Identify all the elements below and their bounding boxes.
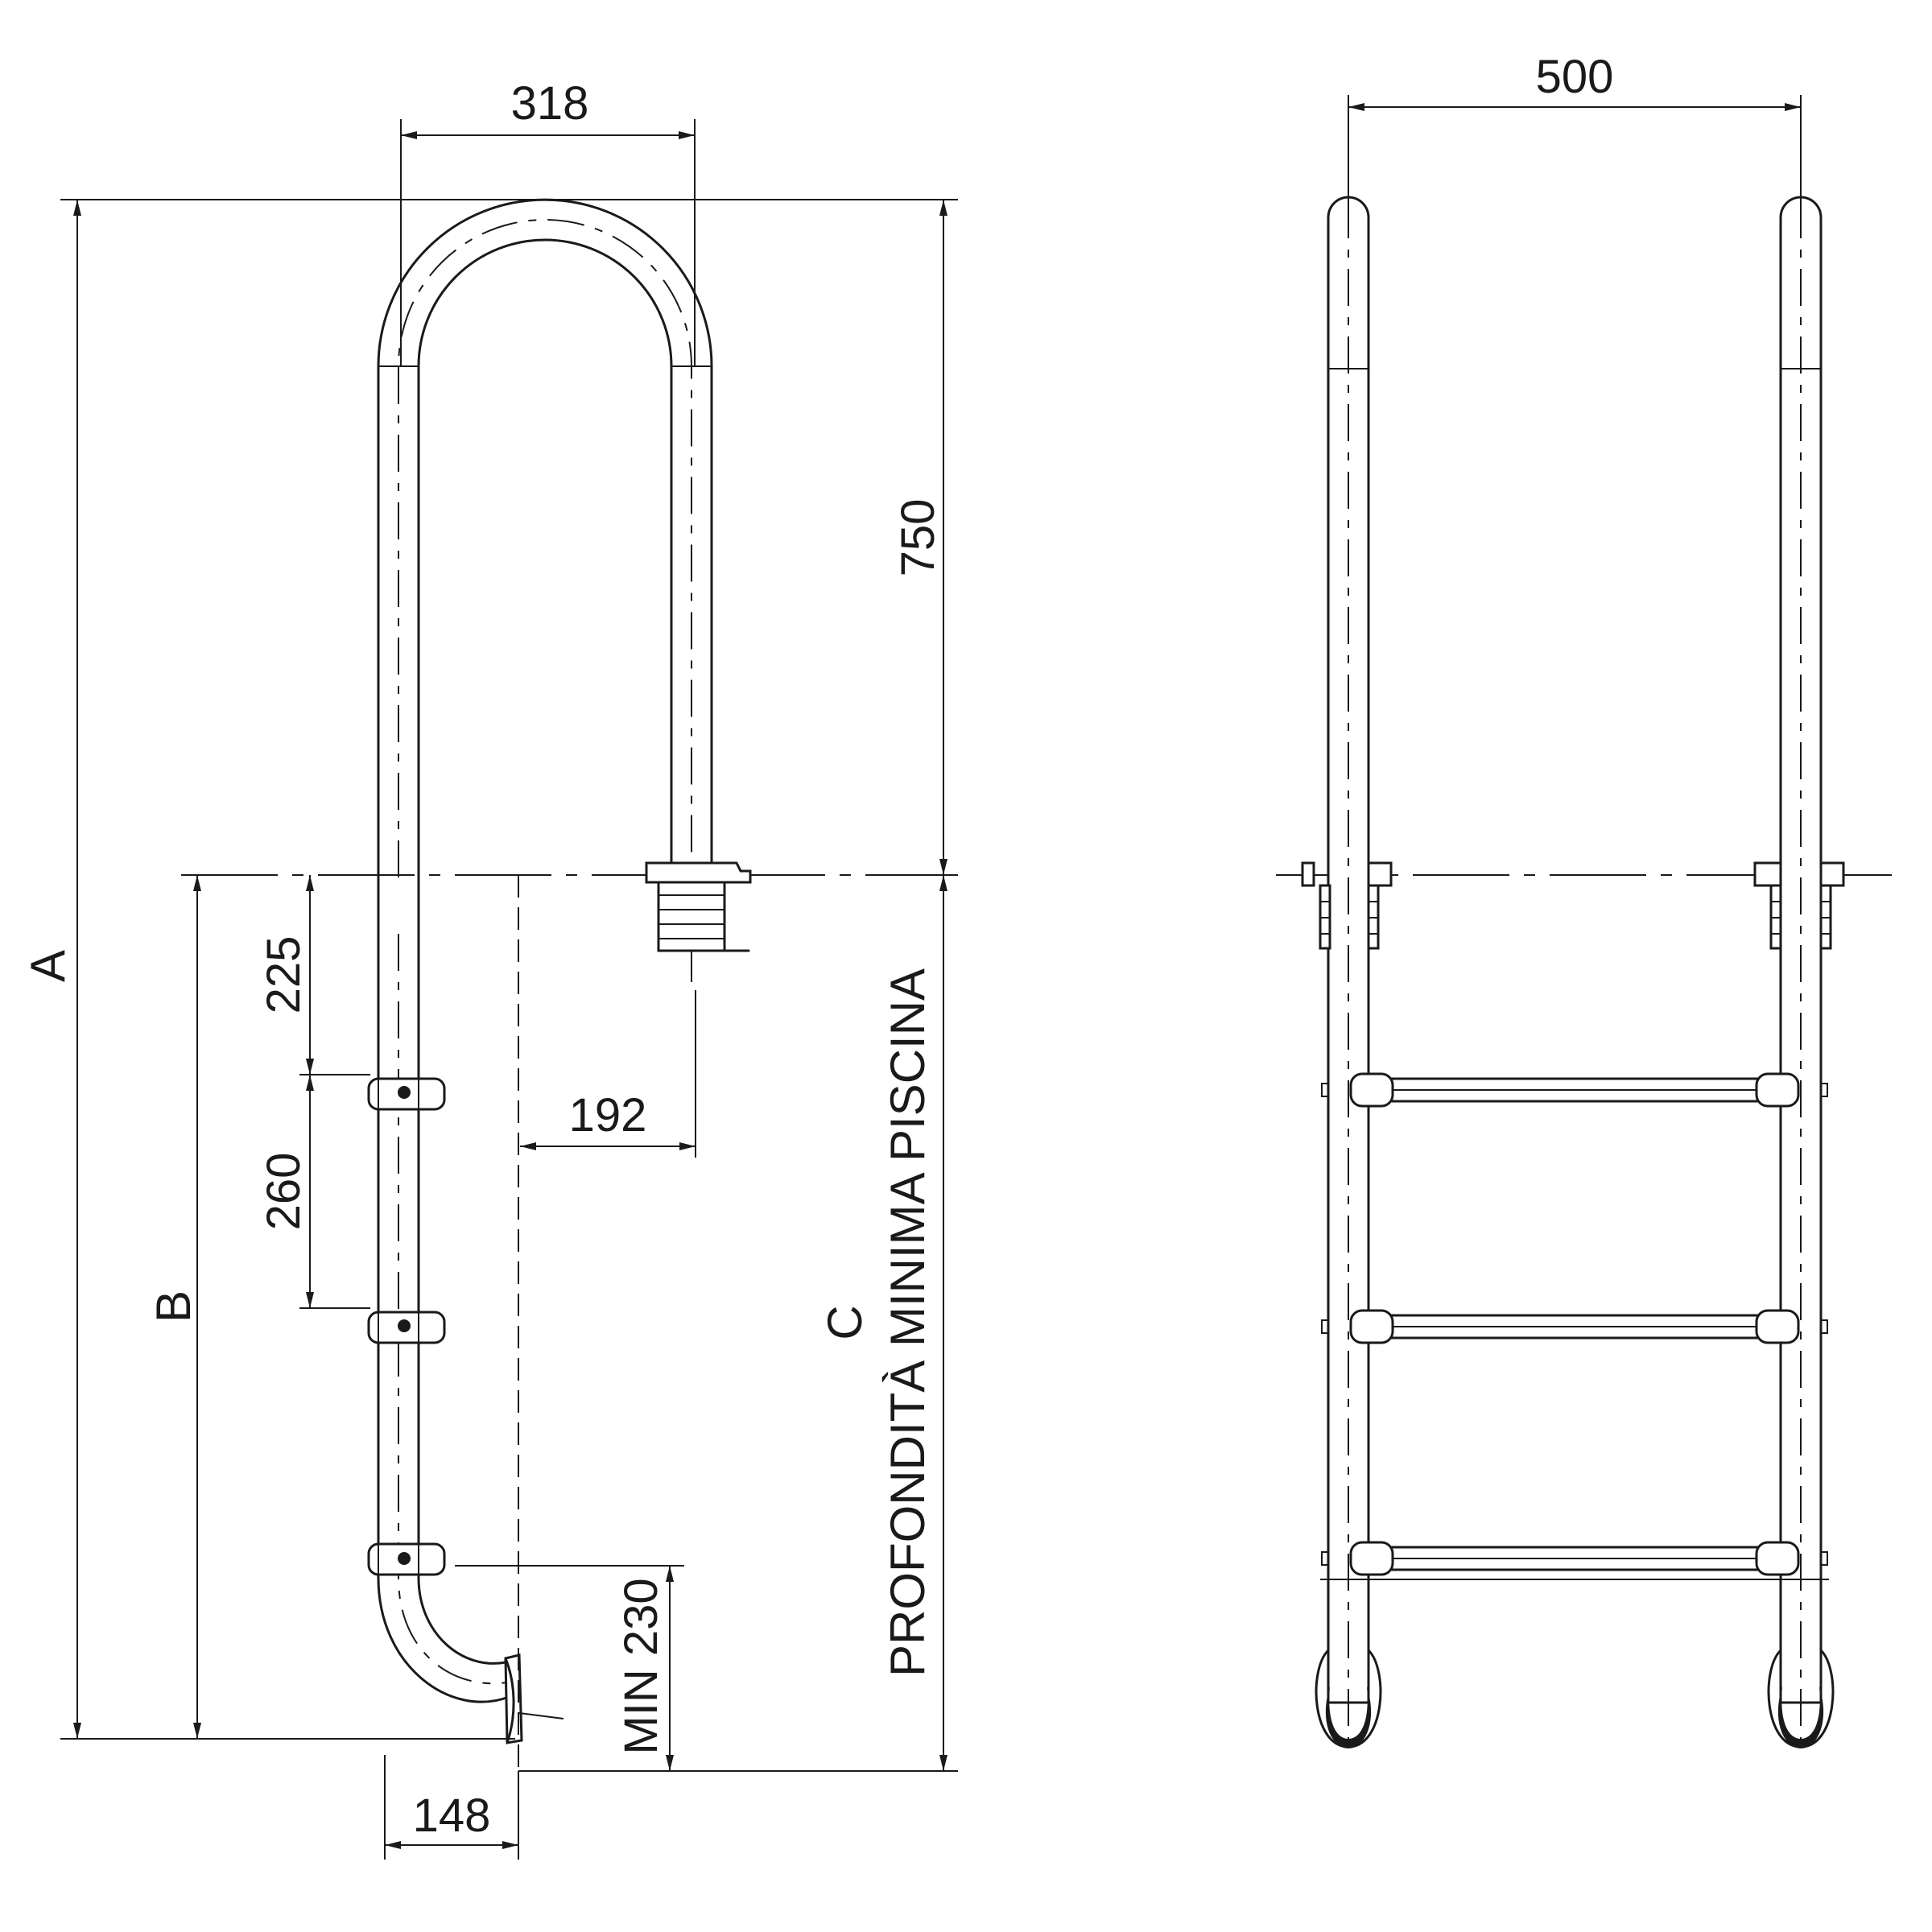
dimension-b: B <box>147 875 201 1739</box>
ladder-leg-centerline <box>398 934 508 1685</box>
dimension-750: 750 <box>892 200 947 875</box>
dimension-500-label: 500 <box>1536 51 1614 103</box>
front-step-3 <box>1320 1541 1829 1580</box>
right-rail <box>1767 196 1835 1755</box>
front-view: 500 <box>1276 51 1892 1755</box>
dimension-260: 260 <box>258 1075 370 1309</box>
dimension-192: 192 <box>520 990 696 1158</box>
dimension-a-label: A <box>21 950 75 982</box>
dimension-225: 225 <box>258 875 370 1075</box>
handrail-centerline <box>398 219 692 982</box>
dimension-260-label: 260 <box>258 1153 310 1231</box>
foot-cap <box>504 1653 564 1744</box>
dimension-750-label: 750 <box>892 499 944 577</box>
dimension-c-label: C <box>818 1305 872 1340</box>
dimension-c: C PROFONDITÀ MINIMA PISCINA <box>518 875 958 1772</box>
dimension-a: A <box>21 199 958 1740</box>
dimension-min-230-label: MIN 230 <box>615 1578 667 1754</box>
dimension-318: 318 <box>400 77 696 366</box>
dimension-225-label: 225 <box>258 936 310 1014</box>
ladder-leg-outer <box>377 900 510 1703</box>
dimension-b-label: B <box>147 1290 200 1323</box>
side-view: 318 A 750 B 225 260 <box>21 77 958 1860</box>
step-bracket-1 <box>367 1077 446 1111</box>
front-step-2 <box>1321 1309 1828 1344</box>
step-bracket-3 <box>367 1542 446 1576</box>
dimension-min-230: MIN 230 <box>455 1565 684 1771</box>
handrail-inner-contour <box>417 238 673 903</box>
dimension-148-label: 148 <box>413 1790 491 1842</box>
left-anchor <box>1301 861 1393 950</box>
dimension-318-label: 318 <box>511 77 589 130</box>
front-step-1 <box>1321 1072 1828 1108</box>
right-anchor <box>1753 861 1845 950</box>
anchor-socket <box>645 861 752 952</box>
dimension-148: 148 <box>384 1755 519 1860</box>
dimension-192-label: 192 <box>569 1089 647 1141</box>
step-bracket-2 <box>367 1311 446 1344</box>
pool-depth-label: PROFONDITÀ MINIMA PISCINA <box>881 968 935 1677</box>
left-rail <box>1315 196 1382 1755</box>
handrail-outer-contour <box>377 198 713 903</box>
dimension-500: 500 <box>1348 51 1802 201</box>
ladder-leg-inner <box>417 900 507 1665</box>
